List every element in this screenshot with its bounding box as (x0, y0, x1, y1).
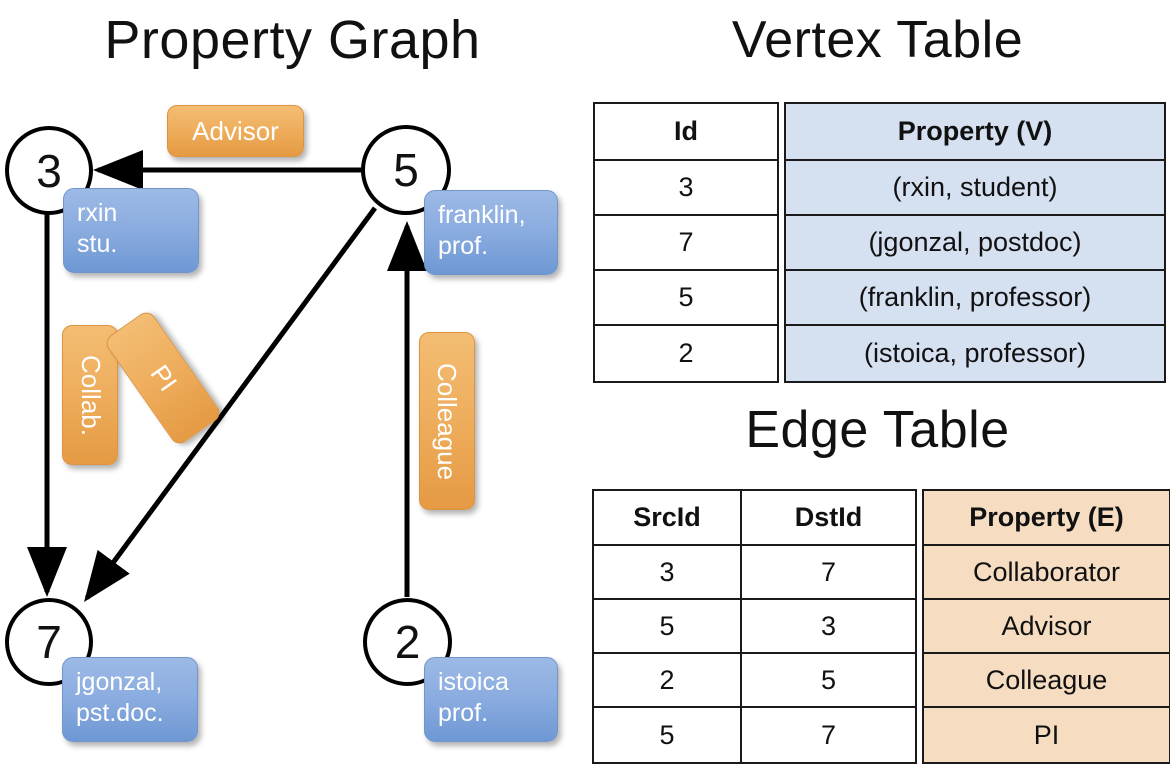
vertex-table-cell-property: (rxin, student) (786, 161, 1164, 216)
edge-table-cell-srcid: 2 (594, 654, 740, 708)
graph-node-7-label: 7 (36, 616, 62, 668)
graph-node-2[interactable]: 2 (363, 598, 452, 686)
vertex-table-cell-property: (franklin, professor) (786, 271, 1164, 326)
edge-table-srcid-column: SrcId 3 5 2 5 (592, 489, 742, 764)
vertex-property-box-2[interactable]: istoica prof. (424, 657, 558, 742)
vertex-property-box-7-line1: jgonzal, (76, 668, 163, 696)
vertex-table-cell-id: 7 (595, 216, 777, 271)
vertex-property-box-3-line2: stu. (77, 230, 118, 258)
edge-table-header-dstid: DstId (742, 491, 915, 546)
graph-node-2-label: 2 (394, 616, 421, 668)
vertex-property-box-3[interactable]: rxin stu. (63, 188, 199, 273)
vertex-property-box-2-line2: prof. (438, 699, 489, 727)
edge-table-property-column: Property (E) Collaborator Advisor Collea… (922, 489, 1170, 764)
vertex-table-id-column: Id 3 7 5 2 (593, 102, 779, 383)
edge-table-cell-srcid: 5 (659, 719, 675, 750)
page-title-vertex-table: Vertex Table (731, 11, 1024, 69)
graph-node-3-label: 3 (36, 144, 62, 197)
vertex-property-box-2-line1: istoica (438, 668, 509, 696)
vertex-property-box-5-line1: franklin, (438, 201, 526, 229)
edge-table-cell-dstid: 7 (820, 719, 837, 750)
vertex-property-box-5[interactable]: franklin, prof. (424, 190, 558, 275)
vertex-table-cell-id: 2 (678, 338, 694, 368)
vertex-table-cell-id: 5 (595, 271, 777, 326)
page-title-edge-table: Edge Table (745, 401, 1010, 459)
vertex-property-box-7-line2: pst.doc. (76, 699, 164, 727)
edge-label-advisor-text: Advisor (192, 115, 279, 146)
edge-table-cell-srcid: 3 (594, 546, 740, 600)
graph-edge-lines (27, 150, 427, 603)
vertex-property-box-3-line1: rxin (77, 199, 118, 227)
edge-table-cell-property: Colleague (924, 654, 1169, 708)
edge-table-cell-dstid: 5 (742, 654, 915, 708)
vertex-property-box-5-line2: prof. (438, 232, 489, 260)
graph-node-5-label: 5 (393, 144, 419, 196)
edge-table-header-property: Property (E) (924, 491, 1169, 546)
graph-node-5[interactable]: 5 (361, 125, 451, 215)
edge-line-5-7 (84, 206, 378, 603)
vertex-table: Id 3 7 5 2 Property (V) (rxin, student) … (593, 102, 1166, 383)
edge-label-colleague[interactable]: Colleague (419, 332, 475, 510)
vertex-table-cell-id: 3 (595, 161, 777, 216)
edge-table-header-srcid: SrcId (594, 491, 740, 546)
vertex-table-header-property: Property (V) (786, 104, 1164, 161)
page-title-property-graph: Property Graph (104, 10, 481, 70)
edge-label-colleague-text: Colleague (432, 362, 463, 480)
vertex-table-property-column: Property (V) (rxin, student) (jgonzal, p… (784, 102, 1166, 383)
edge-table-cell-dstid: 7 (742, 546, 915, 600)
edge-table-cell-srcid: 5 (594, 600, 740, 654)
edge-label-collab-text: Collab. (75, 354, 106, 436)
vertex-property-box-7[interactable]: jgonzal, pst.doc. (62, 657, 198, 742)
vertex-table-cell-property: (istoica, professor) (786, 326, 1164, 381)
edge-table-dstid-column: DstId 7 3 5 7 (742, 489, 917, 764)
vertex-table-header-id: Id (595, 104, 777, 161)
vertex-table-cell-property: (jgonzal, postdoc) (786, 216, 1164, 271)
edge-label-advisor[interactable]: Advisor (167, 105, 304, 157)
edge-table-cell-property: Collaborator (924, 546, 1169, 600)
edge-table-cell-dstid: 3 (742, 600, 915, 654)
edge-table: SrcId 3 5 2 5 DstId 7 3 5 7 Property (E)… (592, 489, 1170, 764)
edge-label-pi-text: PI (144, 359, 183, 397)
property-graph-diagram: 3 5 7 2 rxin stu. franklin, prof. jgonza… (0, 0, 585, 760)
edge-table-cell-property: Advisor (924, 600, 1169, 654)
edge-table-cell-property: PI (924, 708, 1169, 762)
